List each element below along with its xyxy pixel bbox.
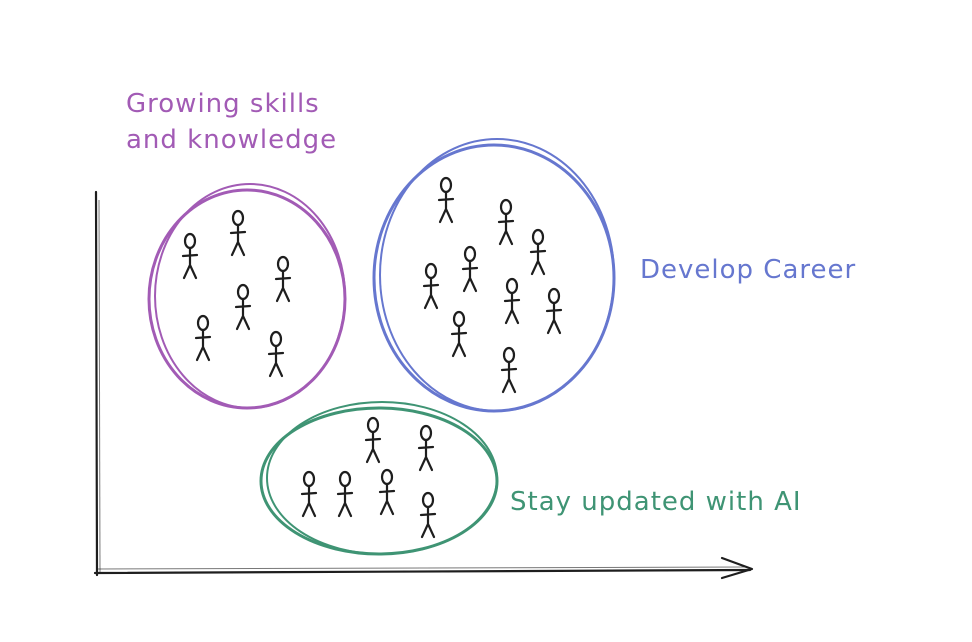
stick-figure-icon — [500, 346, 518, 394]
stick-figure-icon — [419, 491, 437, 539]
ellipse-develop-career-sketch — [379, 138, 615, 412]
stick-figure-icon — [503, 277, 521, 325]
stick-figure-icon — [422, 262, 440, 310]
stick-figure-icon — [229, 209, 247, 257]
y-axis-sketch — [98, 199, 101, 573]
stick-figure-icon — [274, 255, 292, 303]
stick-figure-icon — [194, 314, 212, 362]
stick-figure-icon — [417, 424, 435, 472]
stick-figure-icon — [378, 468, 396, 516]
stick-figure-icon — [364, 416, 382, 464]
stick-figure-icon — [461, 245, 479, 293]
axis-arrow-icon — [720, 556, 754, 580]
stick-figure-icon — [267, 330, 285, 378]
axes — [93, 190, 754, 580]
stick-figure-icon — [300, 470, 318, 518]
x-axis — [93, 568, 752, 575]
cluster-label-growing-skills: Growing skills and knowledge — [126, 86, 337, 158]
stick-figure-icon — [497, 198, 515, 246]
cluster-label-develop-career: Develop Career — [640, 255, 857, 285]
stick-figure-icon — [336, 470, 354, 518]
stick-figure-icon — [529, 228, 547, 276]
stick-figure-icon — [450, 310, 468, 358]
ellipse-stay-updated-ai-sketch — [266, 401, 498, 555]
ellipse-growing-skills-sketch — [154, 183, 346, 409]
y-axis — [94, 190, 99, 577]
x-axis-sketch — [97, 566, 746, 570]
stick-figure-icon — [181, 232, 199, 280]
people — [181, 176, 563, 539]
cluster-label-stay-updated-ai: Stay updated with AI — [510, 487, 802, 517]
cluster-ellipses — [147, 138, 616, 556]
label-line-2: and knowledge — [126, 125, 338, 155]
stick-figure-icon — [437, 176, 455, 224]
stick-figure-icon — [545, 287, 563, 335]
stick-figure-icon — [234, 283, 252, 331]
label-line-1: Growing skills — [126, 89, 320, 119]
